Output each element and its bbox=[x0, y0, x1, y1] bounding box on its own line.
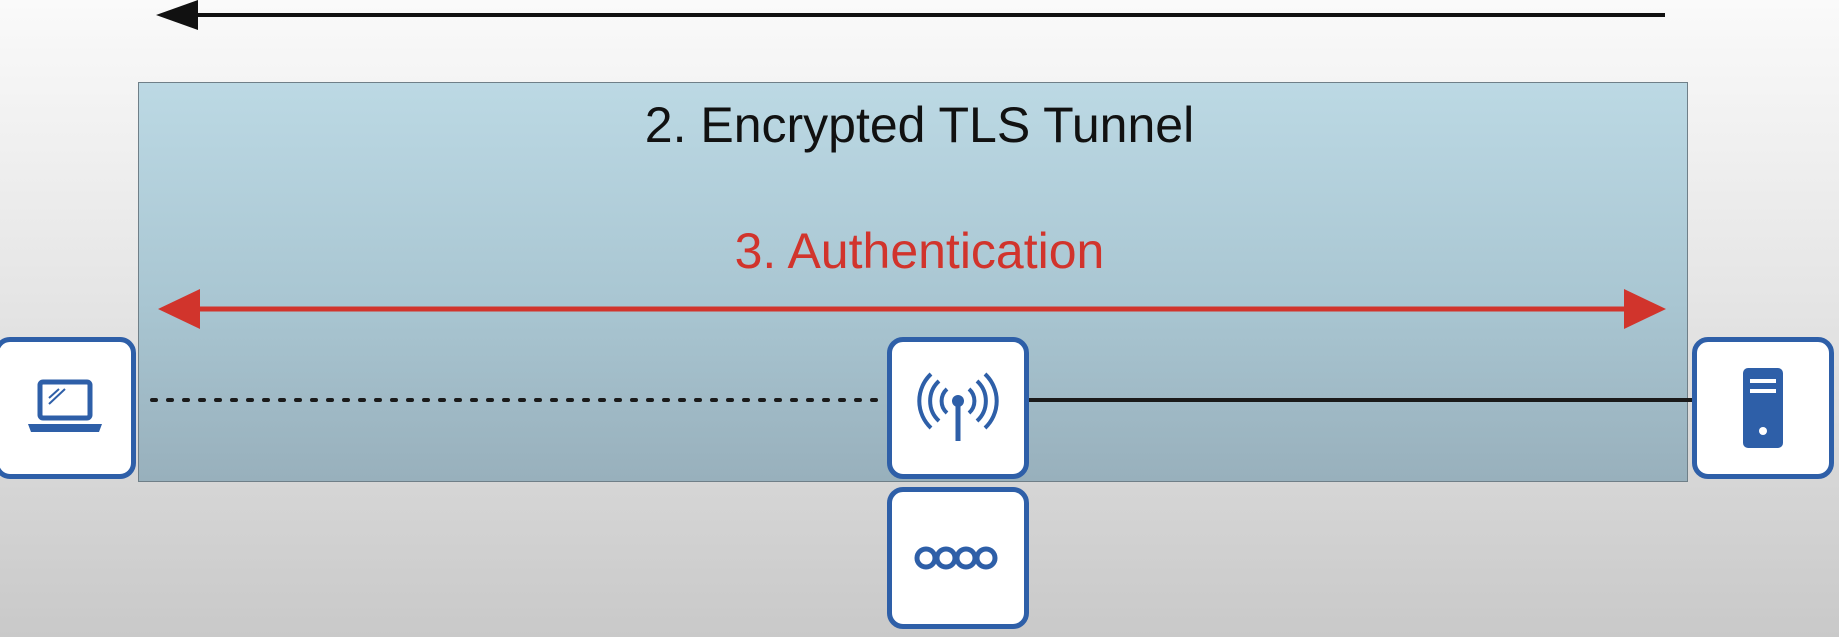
tunnel-title: 2. Encrypted TLS Tunnel bbox=[644, 97, 1195, 153]
server-icon bbox=[1743, 368, 1783, 448]
auth-arrow-left-head bbox=[158, 289, 200, 329]
wlc-device bbox=[887, 487, 1029, 629]
access-point-device bbox=[887, 337, 1029, 479]
wlc-controller-icon bbox=[914, 546, 998, 570]
laptop-device bbox=[0, 337, 136, 479]
top-arrow-head bbox=[156, 0, 198, 30]
wireless-access-point-icon bbox=[917, 372, 999, 441]
auth-arrow-right-head bbox=[1624, 289, 1666, 329]
server-device bbox=[1692, 337, 1834, 479]
laptop-icon bbox=[28, 379, 102, 432]
authentication-arrow bbox=[158, 289, 1666, 329]
authentication-label: 3. Authentication bbox=[734, 223, 1105, 279]
